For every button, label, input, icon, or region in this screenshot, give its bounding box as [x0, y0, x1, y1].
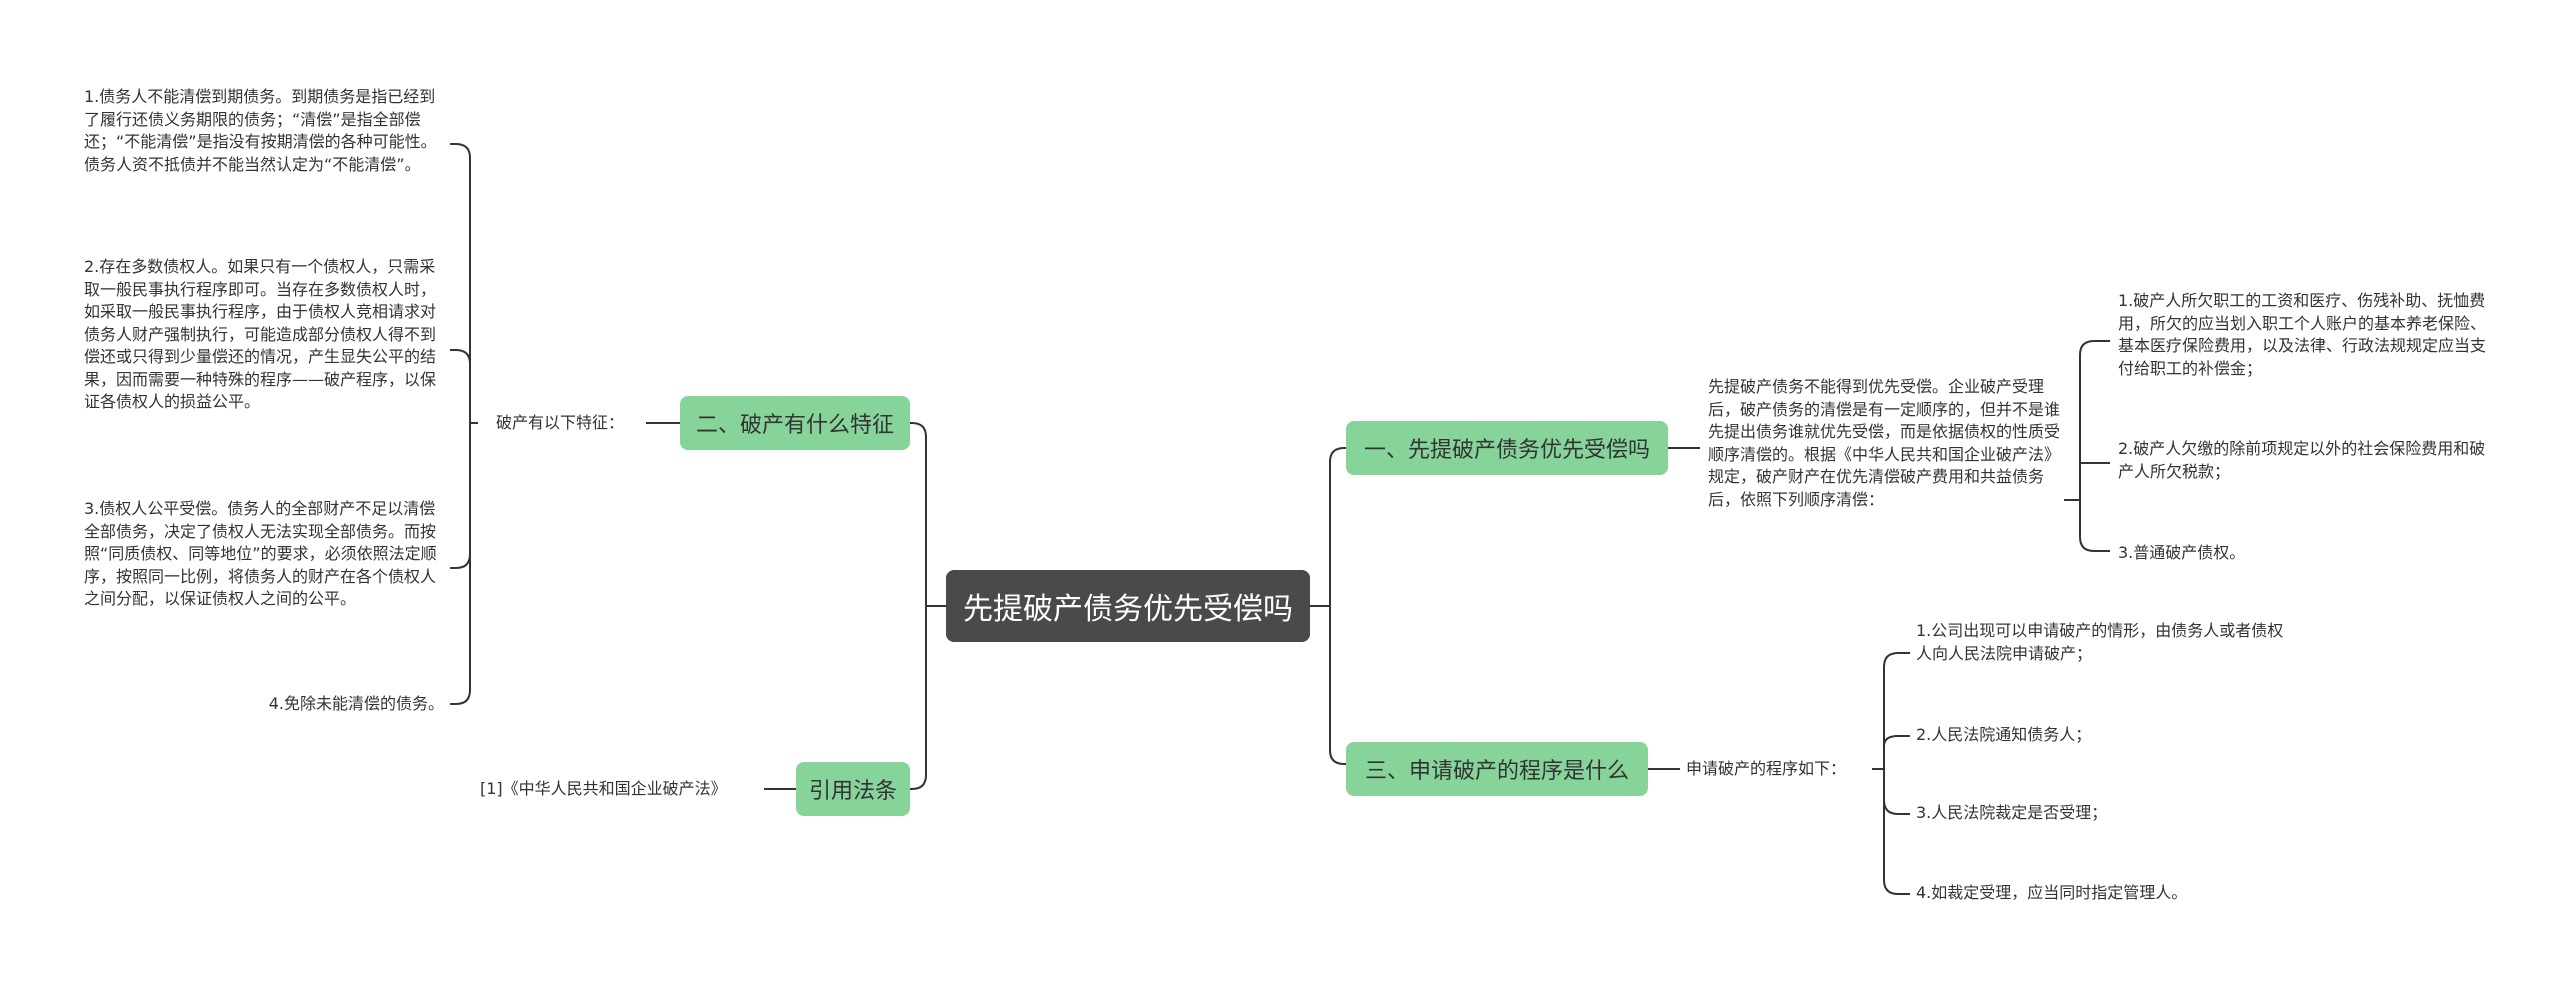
edge-root-right — [1310, 447, 1346, 765]
procedure-item-2: 2.人民法院通知债务人； — [1916, 725, 2092, 744]
root-topic[interactable]: 先提破产债务优先受偿吗 — [946, 570, 1310, 642]
priority-item-1: 1.破产人所欠职工的工资和医疗、伤残补助、抚恤费用，所欠的应当划入职工个人账户的… — [2118, 291, 2487, 378]
priority-item-2: 2.破产人欠缴的除前项规定以外的社会保险费用和破产人所欠税款； — [2118, 439, 2486, 481]
characteristics-label: 破产有以下特征： — [496, 413, 625, 432]
edge-lt-items — [450, 143, 478, 705]
procedure-item-4: 4.如裁定受理，应当同时指定管理人。 — [1916, 883, 2188, 902]
priority-explanation: 先提破产债务不能得到优先受偿。企业破产受理后，破产债务的清偿是有一定顺序的，但并… — [1708, 377, 2061, 509]
branch-cited-law[interactable]: 引用法条 — [796, 762, 910, 816]
procedure-item-3: 3.人民法院裁定是否受理； — [1916, 803, 2108, 822]
branch-bankruptcy-procedure[interactable]: 三、申请破产的程序是什么 — [1346, 742, 1648, 796]
priority-item-3: 3.普通破产债权。 — [2118, 543, 2246, 562]
edge-root-left — [910, 422, 946, 790]
edge-rt-items — [2064, 340, 2110, 552]
cited-law-item-1: [1]《中华人民共和国企业破产法》 — [480, 779, 727, 798]
characteristic-item-1: 1.债务人不能清偿到期债务。到期债务是指已经到了履行还债义务期限的债务；“清偿”… — [84, 87, 437, 174]
procedure-item-1: 1.公司出现可以申请破产的情形，由债务人或者债权人向人民法院申请破产； — [1916, 621, 2284, 663]
branch-priority-repayment[interactable]: 一、先提破产债务优先受偿吗 — [1346, 421, 1668, 475]
branch-characteristics[interactable]: 二、破产有什么特征 — [680, 396, 910, 450]
characteristic-item-4: 4.免除未能清偿的债务。 — [268, 694, 444, 713]
procedure-label: 申请破产的程序如下： — [1686, 759, 1847, 778]
characteristic-item-2: 2.存在多数债权人。如果只有一个债权人，只需采取一般民事执行程序即可。当存在多数… — [84, 257, 437, 411]
edge-rb-items — [1872, 652, 1910, 895]
characteristic-item-3: 3.债权人公平受偿。债务人的全部财产不足以清偿全部债务，决定了债权人无法实现全部… — [84, 499, 437, 608]
